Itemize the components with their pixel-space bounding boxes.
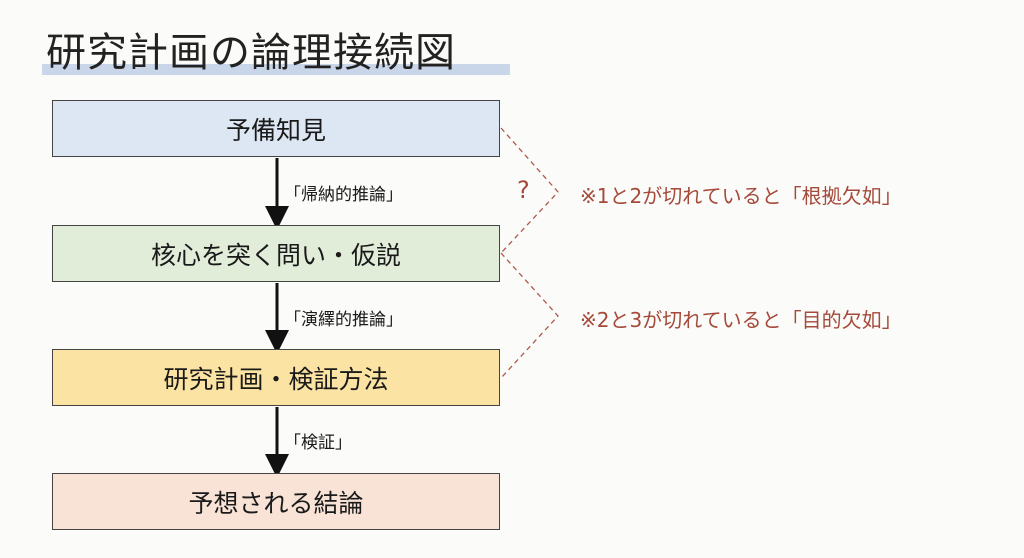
box-core-question: 核心を突く問い・仮説	[52, 225, 500, 282]
box-expected-conclusion: 予想される結論	[52, 473, 500, 530]
box-prior-knowledge: 予備知見	[52, 100, 500, 157]
dashed-bracket-2	[500, 252, 559, 379]
arrow-label-verification: 「検証」	[284, 433, 352, 453]
question-mark: ?	[517, 176, 530, 204]
arrow-label-inductive: 「帰納的推論」	[284, 185, 403, 205]
note-2: ※2と3が切れていると「目的欠如」	[580, 308, 902, 332]
page-title: 研究計画の論理接続図	[46, 30, 456, 76]
arrow-label-deductive: 「演繹的推論」	[284, 310, 403, 330]
box-research-plan: 研究計画・検証方法	[52, 349, 500, 406]
note-1: ※1と2が切れていると「根拠欠如」	[580, 184, 902, 208]
dashed-bracket-1	[500, 127, 559, 254]
title-highlight	[42, 64, 510, 75]
